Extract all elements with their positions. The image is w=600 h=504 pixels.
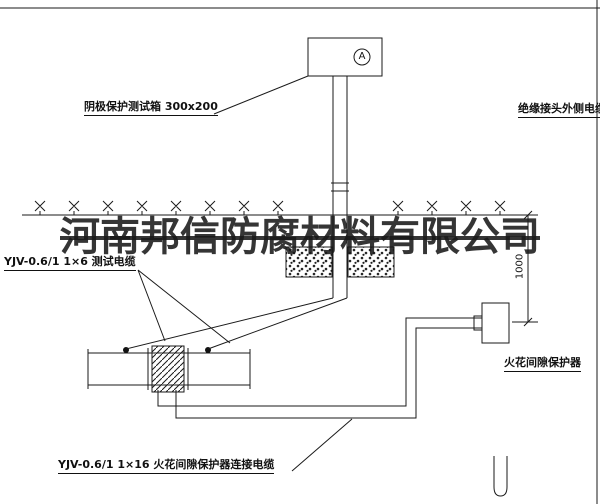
label-spark-gap-cable: YJV-0.6/1 1×16 火花间隙保护器连接电缆 bbox=[58, 458, 275, 474]
spark-gap-cables bbox=[157, 317, 482, 419]
test-post bbox=[331, 76, 349, 298]
label-test-box: 阴极保护测试箱 300x200 bbox=[84, 100, 218, 116]
label-test-cable: YJV-0.6/1 1×6 测试电缆 bbox=[4, 255, 136, 271]
dimension-1000-text: 1000 bbox=[514, 253, 526, 280]
test-cables bbox=[125, 297, 348, 350]
ground-marks bbox=[34, 200, 506, 215]
label-insulated-joint-cable: 绝缘接头外侧电缆 bbox=[518, 102, 600, 118]
concrete-foundations bbox=[285, 246, 395, 278]
dimension-1000-lines bbox=[512, 210, 538, 327]
ammeter-letter: A bbox=[358, 51, 366, 62]
label-spark-gap-protector: 火花间隙保护器 bbox=[504, 356, 581, 372]
pipeline bbox=[87, 345, 251, 393]
detail-symbol bbox=[493, 456, 508, 497]
leader-lines bbox=[137, 75, 353, 472]
spark-gap-protector-symbol bbox=[473, 302, 510, 344]
test-box bbox=[307, 37, 383, 77]
